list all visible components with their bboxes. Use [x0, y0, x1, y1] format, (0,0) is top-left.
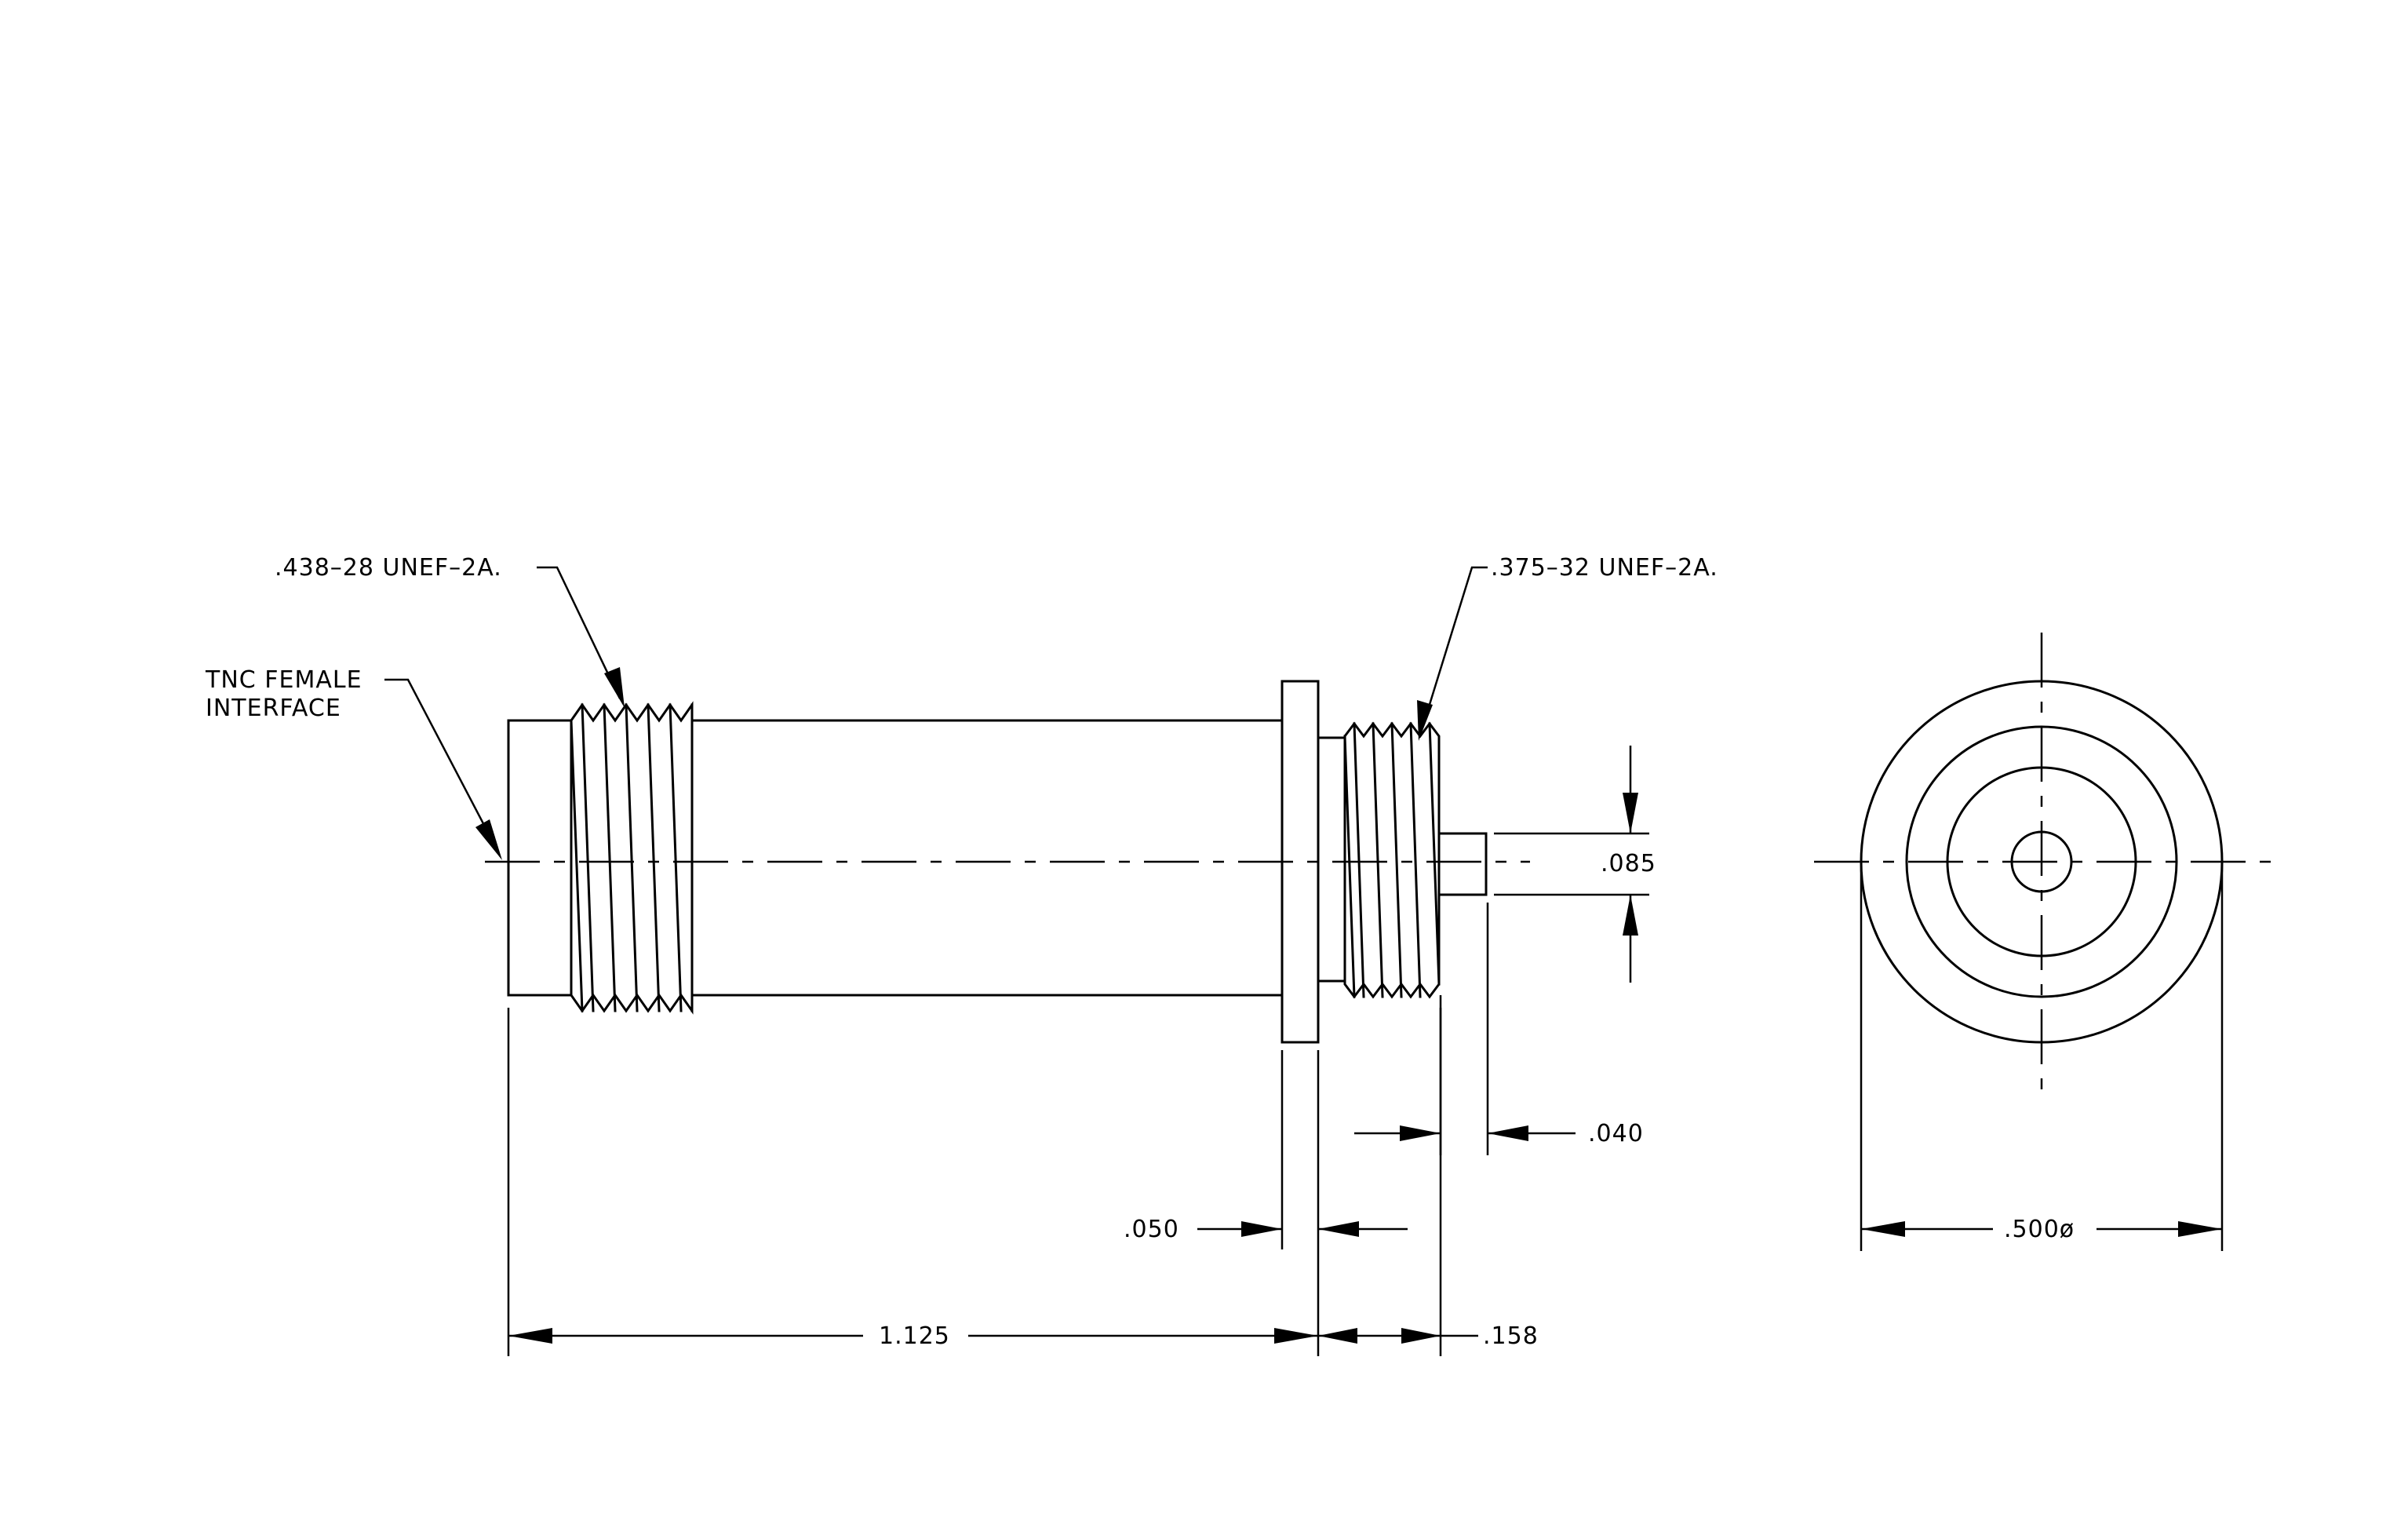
dim-pin-length-text: .040 [1588, 1120, 1644, 1147]
dim-body-length: 1.125 [507, 1008, 1318, 1356]
dim-rear-length: .158 [1318, 1008, 1539, 1356]
rear-thread [1343, 721, 1441, 999]
dim-flange-text: .050 [1124, 1216, 1179, 1243]
callout-interface: TNC FEMALE INTERFACE [205, 666, 502, 860]
callout-front-thread: .438–28 UNEF–2A. [275, 554, 625, 708]
callout-interface-line1: TNC FEMALE [205, 666, 362, 694]
front-interface-body [507, 719, 573, 997]
callout-rear-thread-text: .375–32 UNEF–2A. [1491, 554, 1718, 582]
dim-outer-diameter-text: .500ø [2004, 1216, 2075, 1243]
undercut [1317, 736, 1346, 983]
callout-front-thread-text: .438–28 UNEF–2A. [275, 554, 502, 582]
dim-outer-diameter: .500ø [1860, 862, 2224, 1251]
dimensions: .085 .040 .050 [507, 746, 2224, 1356]
front-thread [570, 701, 694, 1015]
end-view [1814, 633, 2277, 1096]
callout-rear-thread: .375–32 UNEF–2A. [1417, 554, 1718, 741]
dim-pin-length: .040 [1354, 903, 1644, 1155]
side-view [485, 680, 1530, 1044]
main-body [690, 719, 1284, 997]
dim-pin-diameter-text: .085 [1601, 850, 1656, 877]
callout-interface-line2: INTERFACE [206, 695, 341, 722]
center-pin [1437, 832, 1488, 896]
dim-flange: .050 [1124, 1050, 1408, 1356]
callouts: .438–28 UNEF–2A. .375–32 UNEF–2A. TNC FE… [205, 554, 1718, 860]
dim-rear-length-text: .158 [1483, 1322, 1539, 1350]
dim-pin-diameter: .085 [1494, 746, 1656, 983]
dim-body-length-text: 1.125 [879, 1322, 950, 1350]
